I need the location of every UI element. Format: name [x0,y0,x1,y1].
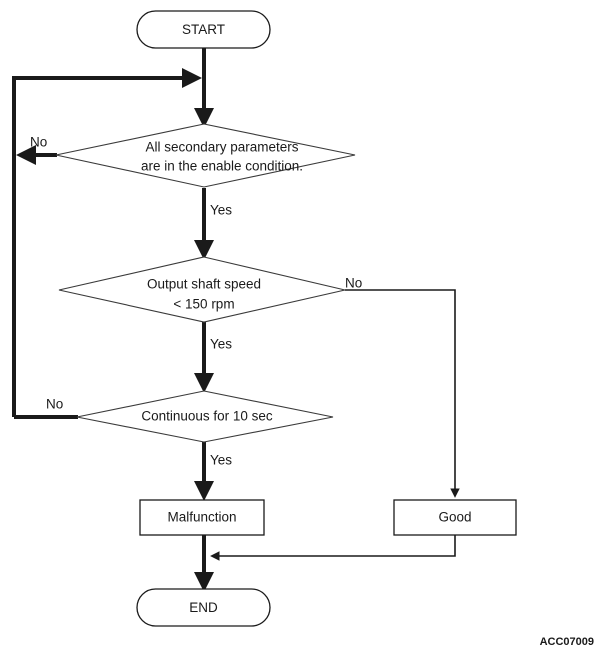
node-decision-2-label-line2: < 150 rpm [173,297,234,312]
edge-label-decision2-yes: Yes [210,337,232,352]
node-good-label: Good [438,510,471,525]
node-start[interactable] [136,10,271,49]
edge-decision2-no [345,289,460,498]
node-end[interactable] [136,588,271,627]
node-decision-2[interactable] [58,256,346,323]
node-decision-2-label-line1: Output shaft speed [147,277,261,292]
node-decision-1-label-line1: All secondary parameters [145,140,298,155]
node-end-label: END [189,600,218,615]
node-malfunction[interactable] [139,499,265,536]
figure-reference-code: ACC07009 [540,636,594,648]
node-decision-1[interactable] [55,123,356,188]
edge-good-to-merge [210,535,456,561]
node-good[interactable] [393,499,517,536]
edge-label-decision1-no: No [30,135,47,150]
node-malfunction-label: Malfunction [167,510,236,525]
edge-loopback-rail [12,68,202,417]
edge-label-decision1-yes: Yes [210,203,232,218]
edge-label-decision3-no: No [46,397,63,412]
edge-label-decision2-no: No [345,276,362,291]
node-start-label: START [182,22,225,37]
node-decision-1-label-line2: are in the enable condition. [141,159,303,174]
node-decision-3-label-line1: Continuous for 10 sec [141,409,273,424]
node-decision-3[interactable] [76,390,334,443]
edge-label-decision3-yes: Yes [210,453,232,468]
